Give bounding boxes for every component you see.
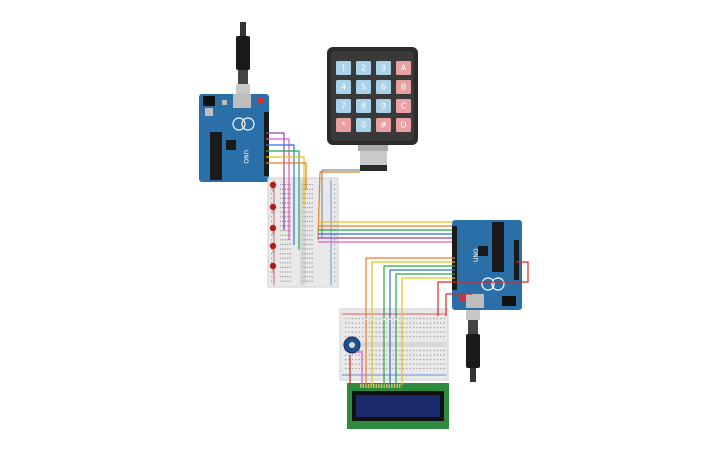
wire	[317, 171, 360, 241]
wire	[371, 261, 455, 318]
wire	[266, 138, 290, 240]
led[interactable]	[269, 224, 277, 235]
keypad-key-label: 9	[381, 102, 386, 111]
wire	[401, 277, 455, 318]
keypad-key-C[interactable]: C	[396, 99, 411, 113]
wire	[266, 162, 307, 190]
keypad-key-label: 0	[361, 121, 366, 130]
usb-cable-left	[236, 22, 250, 100]
board-label-left: UNO	[242, 150, 249, 164]
keypad-ribbon	[360, 151, 387, 171]
wire	[437, 261, 529, 316]
board-label-right: UNO	[473, 248, 480, 262]
keypad-key-label: C	[401, 102, 407, 111]
keypad-key-7[interactable]: 7	[336, 99, 351, 113]
wire	[389, 269, 455, 318]
keypad-key-label: 3	[381, 64, 386, 73]
keypad-key-4[interactable]: 4	[336, 80, 351, 94]
keypad-key-*[interactable]: *	[336, 118, 351, 132]
wire	[266, 144, 295, 245]
wire	[445, 293, 472, 316]
led[interactable]	[269, 181, 277, 192]
keypad-key-label: D	[400, 121, 406, 130]
keypad-key-A[interactable]: A	[396, 61, 411, 75]
lcd-16x2[interactable]	[347, 383, 449, 429]
usb-cable-right	[466, 304, 480, 382]
keypad-key-label: 4	[341, 83, 346, 92]
keypad-key-B[interactable]: B	[396, 80, 411, 94]
wire	[266, 132, 285, 230]
wire	[365, 257, 455, 318]
keypad-key-label: 5	[361, 83, 366, 92]
wire	[395, 273, 455, 318]
keypad-key-label: #	[380, 121, 387, 130]
potentiometer[interactable]	[343, 336, 361, 354]
arduino-uno-left[interactable]: UNO	[199, 94, 269, 182]
keypad-key-label: 7	[341, 102, 346, 111]
keypad-key-label: *	[342, 121, 346, 130]
keypad-4x4[interactable]: 1 2 3 A 4 5 6 B 7 8 9 C * 0 # D	[327, 47, 418, 171]
breadboard-left[interactable]	[267, 177, 339, 288]
keypad-key-D[interactable]: D	[396, 118, 411, 132]
keypad-key-label: 2	[361, 64, 366, 73]
keypad-key-1[interactable]: 1	[336, 61, 351, 75]
keypad-key-0[interactable]: 0	[356, 118, 371, 132]
keypad-key-3[interactable]: 3	[376, 61, 391, 75]
led[interactable]	[269, 203, 277, 214]
wire	[266, 150, 300, 250]
keypad-key-label: A	[401, 64, 407, 73]
keypad-key-label: 8	[361, 102, 366, 111]
led[interactable]	[269, 262, 277, 273]
wire	[383, 265, 455, 318]
keypad-key-5[interactable]: 5	[356, 80, 371, 94]
keypad-key-6[interactable]: 6	[376, 80, 391, 94]
keypad-key-label: 1	[341, 64, 346, 73]
keypad-key-9[interactable]: 9	[376, 99, 391, 113]
wire	[321, 169, 360, 238]
keypad-key-label: B	[401, 83, 407, 92]
keypad-key-label: 6	[381, 83, 386, 92]
keypad-key-#[interactable]: #	[376, 118, 391, 132]
keypad-key-8[interactable]: 8	[356, 99, 371, 113]
wire	[356, 351, 363, 385]
led[interactable]	[269, 242, 277, 253]
arduino-uno-right[interactable]: UNO	[452, 220, 522, 310]
keypad-key-2[interactable]: 2	[356, 61, 371, 75]
wire	[266, 156, 305, 205]
